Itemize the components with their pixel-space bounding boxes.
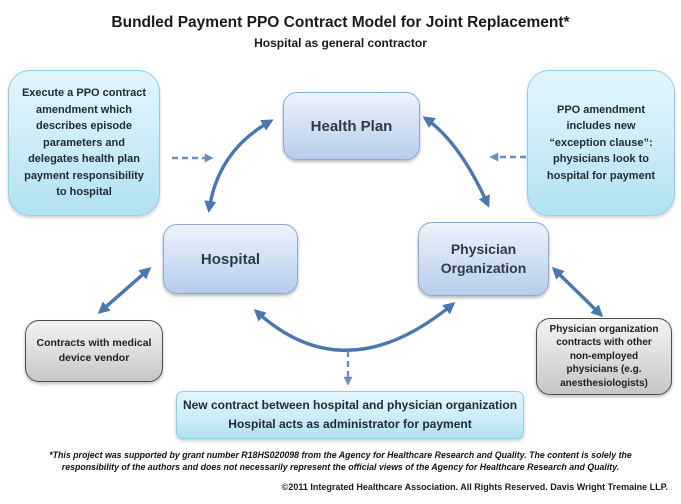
note-medical-device-vendor-text: Contracts with medical device vendor [36, 337, 152, 364]
note-ppo-amendment-exception-clause-text: PPO amendment includes new “exception cl… [546, 103, 656, 182]
note-new-contract-line1: New contract between hospital and physic… [182, 398, 518, 413]
note-ppo-amendment-exception-clause: PPO amendment includes new “exception cl… [527, 70, 675, 216]
note-non-employed-physicians: Physician organization contracts with ot… [536, 318, 672, 395]
node-health-plan-label: Health Plan [310, 117, 393, 135]
page-title: Bundled Payment PPO Contract Model for J… [111, 14, 570, 31]
node-hospital: Hospital [163, 224, 298, 294]
arrow-healthplan-physicianorg [422, 116, 490, 208]
note-non-employed-physicians-text: Physician organization contracts with ot… [549, 323, 659, 389]
note-ppo-contract-amendment: Execute a PPO contract amendment which d… [8, 70, 160, 216]
page-subtitle: Hospital as general contractor [254, 36, 427, 50]
arrow-hospital-devicevendor [97, 267, 152, 314]
node-physician-organization-label: Physician Organization [440, 241, 527, 276]
node-physician-organization: Physician Organization [418, 222, 549, 296]
node-health-plan: Health Plan [283, 92, 420, 160]
arrow-hospital-physicianorg [253, 302, 456, 352]
note-new-contract: New contract between hospital and physic… [176, 391, 524, 439]
copyright-line: ©2011 Integrated Healthcare Association.… [281, 482, 668, 492]
note-medical-device-vendor: Contracts with medical device vendor [25, 320, 163, 382]
node-hospital-label: Hospital [200, 250, 261, 268]
arrow-hospital-healthplan [204, 119, 274, 213]
arrow-physicianorg-nonemployed [551, 266, 604, 318]
note-ppo-contract-amendment-text: Execute a PPO contract amendment which d… [21, 87, 147, 199]
note-new-contract-line2: Hospital acts as administrator for payme… [228, 417, 472, 431]
grant-footnote: *This project was supported by grant num… [49, 450, 632, 473]
